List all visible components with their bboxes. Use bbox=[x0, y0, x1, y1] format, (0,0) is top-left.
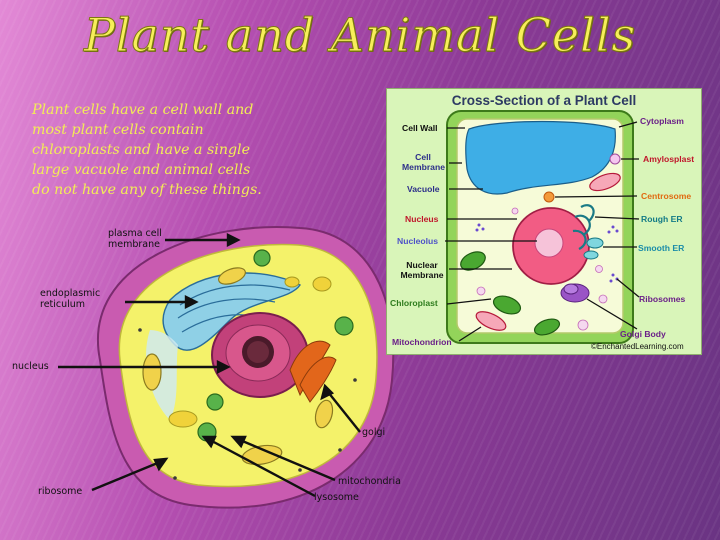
label-endoplasmic-reticulum: endoplasmic reticulum bbox=[40, 288, 101, 310]
plant-amyloplast bbox=[609, 153, 621, 165]
label-nucleolus: Nucleolus bbox=[397, 236, 439, 246]
copyright-notice: ©EnchantedLearning.com bbox=[591, 342, 684, 351]
label-cytoplasm: Cytoplasm bbox=[640, 116, 684, 126]
label-cell-membrane: Cell Membrane bbox=[402, 152, 445, 172]
label-ribosome: ribosome bbox=[38, 486, 83, 497]
label-lysosome: lysosome bbox=[314, 492, 359, 503]
label-ribosomes: Ribosomes bbox=[639, 294, 686, 304]
label-plasma-membrane: plasma cell membrane bbox=[108, 228, 162, 250]
plant-cell-panel: Cross-Section of a Plant Cell bbox=[386, 88, 702, 355]
label-amylosplast: Amylosplast bbox=[643, 154, 695, 164]
label-nucleus: nucleus bbox=[12, 361, 49, 372]
label-vacuole: Vacuole bbox=[407, 184, 440, 194]
label-mitochondrion: Mitochondrion bbox=[392, 337, 452, 347]
label-golgi-body: Golgi Body bbox=[620, 329, 666, 339]
animal-golgi bbox=[289, 340, 337, 403]
plant-rough-er bbox=[572, 204, 595, 250]
plant-vacuole bbox=[465, 120, 616, 195]
label-centrosome: Centrosome bbox=[641, 191, 692, 201]
label-mitochondria: mitochondria bbox=[338, 476, 401, 487]
label-rough-er: Rough ER bbox=[641, 214, 683, 224]
label-plant-nucleus: Nucleus bbox=[405, 214, 439, 224]
intro-paragraph: Plant cells have a cell wall and most pl… bbox=[32, 102, 262, 198]
plant-golgi-body bbox=[560, 283, 590, 303]
animal-mitochondria bbox=[142, 267, 334, 466]
plant-centrosome bbox=[543, 191, 555, 203]
plant-cell-illustration bbox=[445, 110, 640, 344]
label-golgi: golgi bbox=[362, 427, 386, 438]
plant-cell-title: Cross-Section of a Plant Cell bbox=[451, 93, 637, 108]
slide-title: Plant and Animal Cells bbox=[83, 8, 637, 63]
plant-mitochondria bbox=[475, 172, 621, 331]
label-chloroplast: Chloroplast bbox=[390, 298, 438, 308]
label-cell-wall: Cell Wall bbox=[402, 123, 438, 133]
plant-chloroplasts bbox=[460, 251, 561, 336]
plant-smooth-er bbox=[583, 237, 604, 260]
plant-ribosome-dots bbox=[475, 223, 619, 283]
label-nuclear-membrane: Nuclear Membrane bbox=[400, 260, 444, 280]
plant-nucleolus bbox=[534, 228, 564, 258]
label-smooth-er: Smooth ER bbox=[638, 243, 685, 253]
